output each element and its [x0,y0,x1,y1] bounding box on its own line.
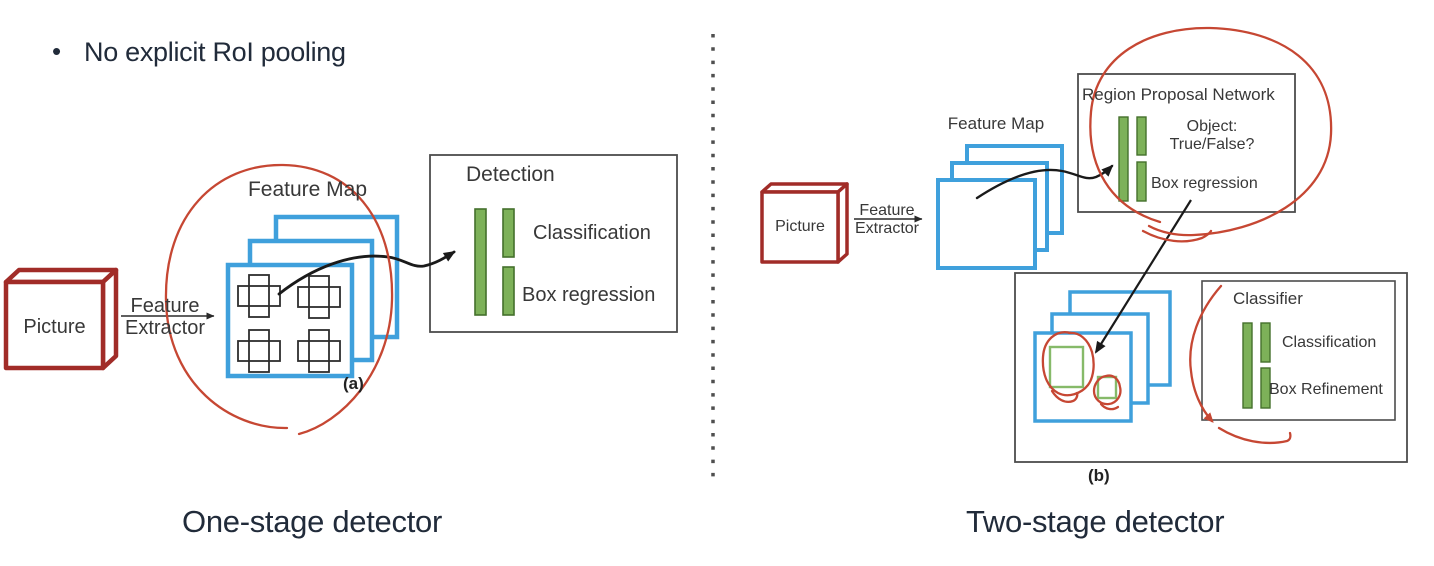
anchor-plus [297,275,341,319]
cube-front-face [3,279,106,371]
anchor-plus [237,329,281,373]
one-stage-caption: One-stage detector [182,504,442,539]
subfigure-label-a: (a) [343,374,364,393]
rpn-objectness-line1: Object: [1186,118,1238,135]
feature-extractor-label-line2: Extractor [124,317,206,339]
box-refinement-label: Box Refinement [1269,381,1383,398]
nn-bar [474,208,487,316]
picture-label: Picture [23,316,86,338]
classifier-box [1201,280,1396,421]
nn-bar [1260,322,1271,363]
handdrawn-circle-proposal-large-tail [1050,389,1079,403]
handdrawn-circle-annotation [164,163,394,436]
nn-bar [502,208,515,258]
rpn-objectness-line2: True/False? [1169,136,1255,153]
classifier-nn-bars [1242,322,1271,409]
handdrawn-arc-classifier-tail [1217,426,1292,445]
two-stage-caption: Two-stage detector [966,504,1225,539]
bullet-marker: • [52,36,61,66]
feature-map-stack [936,144,1064,270]
handdrawn-circle-rpn [1089,26,1333,237]
proposal-box-small [1096,375,1118,400]
box-regression-label: Box regression [522,284,656,306]
nn-bar [502,266,515,316]
handdrawn-circle-proposal-small-tail [1099,402,1120,411]
flow-arrow-featuremap-to-detection [277,250,456,296]
nn-bar [1118,116,1129,202]
two-stage-diagram [760,26,1408,463]
feature-map-layer-front [936,178,1037,270]
feature-map-label: Feature Map [947,114,1045,133]
detection-nn-bars [474,208,515,316]
rpn-box [1077,73,1296,213]
flow-arrow-rpn-to-proposals [1094,199,1192,354]
feature-extractor-label-line2: Extractor [854,220,919,237]
anchor-boxes [237,274,341,373]
picture-cube [760,182,849,264]
feature-map-label: Feature Map [247,178,368,201]
classification-label: Classification [533,222,651,244]
flow-arrow-featuremap-to-rpn [975,164,1114,200]
detection-box [429,154,678,333]
anchor-plus [297,329,341,373]
region-proposal-boxes [1048,345,1118,400]
rpn-title: Region Proposal Network [1082,85,1275,104]
detection-title: Detection [466,163,555,186]
picture-cube [3,267,119,371]
feature-map-layer-front [225,262,355,379]
nn-bar [1260,367,1271,409]
anchor-plus [237,274,281,318]
rpn-nn-bars [1118,116,1147,202]
classifier-title: Classifier [1233,289,1303,308]
proposal-box-large [1048,345,1085,389]
bullet-text: No explicit RoI pooling [84,37,346,67]
rpn-box-regression-label: Box regression [1151,175,1258,192]
feature-extractor-label-line1: Feature [130,295,200,317]
nn-bar [1136,161,1147,202]
feature-map-stack [225,214,400,379]
subfigure-label-b: (b) [1088,466,1110,485]
classification-label: Classification [1282,334,1377,351]
one-stage-diagram [3,154,678,436]
nn-bar [1136,116,1147,156]
handdrawn-arc-classifier [1189,284,1223,423]
handdrawn-circle-rpn-tail [1141,229,1213,243]
picture-label: Picture [775,218,825,235]
handdrawn-annotations [1041,26,1333,445]
cube-front-face [760,190,840,264]
handdrawn-circle-proposal-small [1092,374,1122,406]
feature-extractor-label-line1: Feature [859,202,915,219]
nn-bar [1242,322,1253,409]
handdrawn-circle-proposal-large [1041,331,1095,397]
